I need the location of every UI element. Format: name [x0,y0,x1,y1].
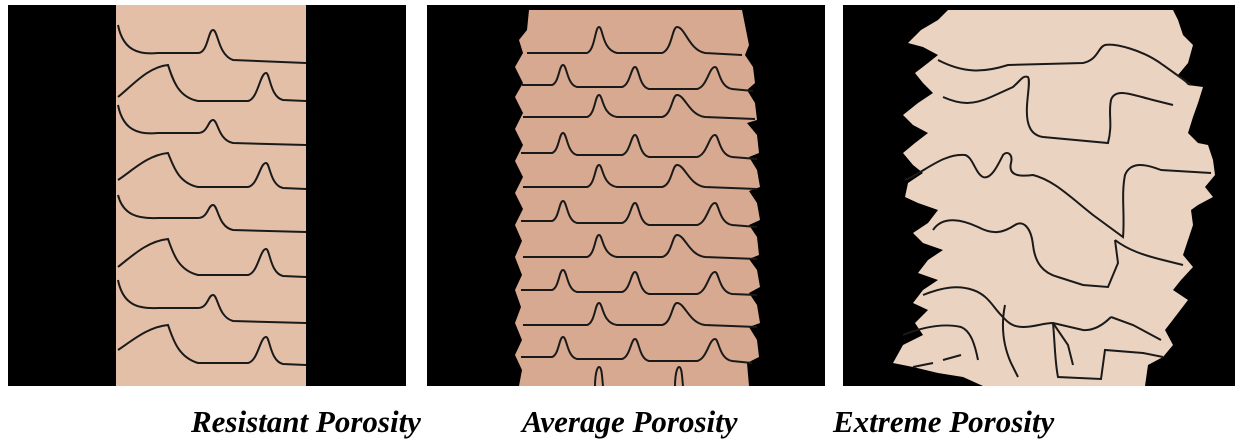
average-porosity-panel [427,5,825,386]
extreme-porosity-panel [843,5,1235,386]
resistant-cuticle-illustration [116,5,307,386]
cuticle-scale-lines [902,43,1212,381]
caption-extreme-porosity: Extreme Porosity [833,404,1055,439]
caption-average-porosity: Average Porosity [522,404,738,439]
cuticle-scale-lines [521,25,758,386]
extreme-cuticle-illustration [893,10,1215,386]
hair-shaft [515,10,760,386]
caption-resistant-porosity: Resistant Porosity [191,404,421,439]
average-cuticle-illustration [515,10,760,386]
hair-shaft [893,10,1215,386]
resistant-porosity-panel [8,5,406,386]
cuticle-scale-lines [117,24,307,366]
